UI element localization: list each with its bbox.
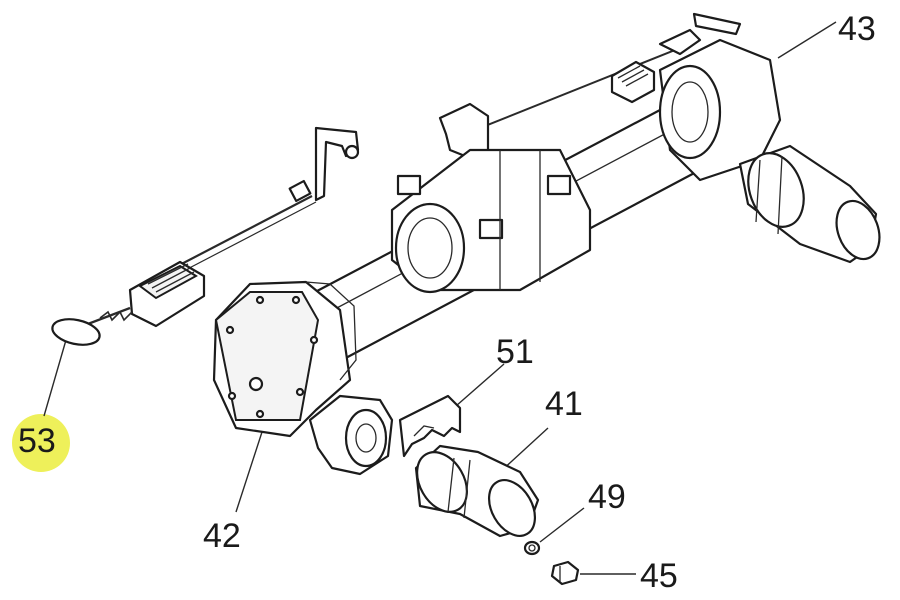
callout-53: 53	[18, 422, 56, 460]
callout-43: 43	[838, 10, 876, 48]
output-flange	[308, 394, 394, 476]
callout-41: 41	[545, 385, 583, 423]
callout-42: 42	[203, 517, 241, 555]
part-42-gear-housing	[212, 280, 357, 438]
part-45-bolt	[550, 560, 580, 586]
leader-lines	[43, 21, 837, 575]
part-53-handle-assembly	[51, 126, 360, 346]
leader-41	[499, 427, 549, 473]
axle-linkage	[438, 28, 702, 160]
leader-51	[455, 363, 505, 407]
right-end-housing	[658, 12, 782, 182]
leader-43	[777, 21, 837, 59]
center-housing	[390, 148, 592, 294]
part-43-motor	[738, 144, 881, 264]
part-49-washer	[523, 540, 541, 556]
leader-53	[43, 339, 67, 417]
part-51-gasket	[398, 394, 462, 458]
part-41-motor	[414, 444, 540, 538]
leader-42	[235, 431, 263, 513]
leader-49	[539, 507, 585, 543]
callout-49: 49	[588, 478, 626, 516]
callout-51: 51	[496, 333, 534, 371]
callout-45: 45	[640, 557, 678, 595]
callout-53-highlight	[12, 414, 70, 472]
